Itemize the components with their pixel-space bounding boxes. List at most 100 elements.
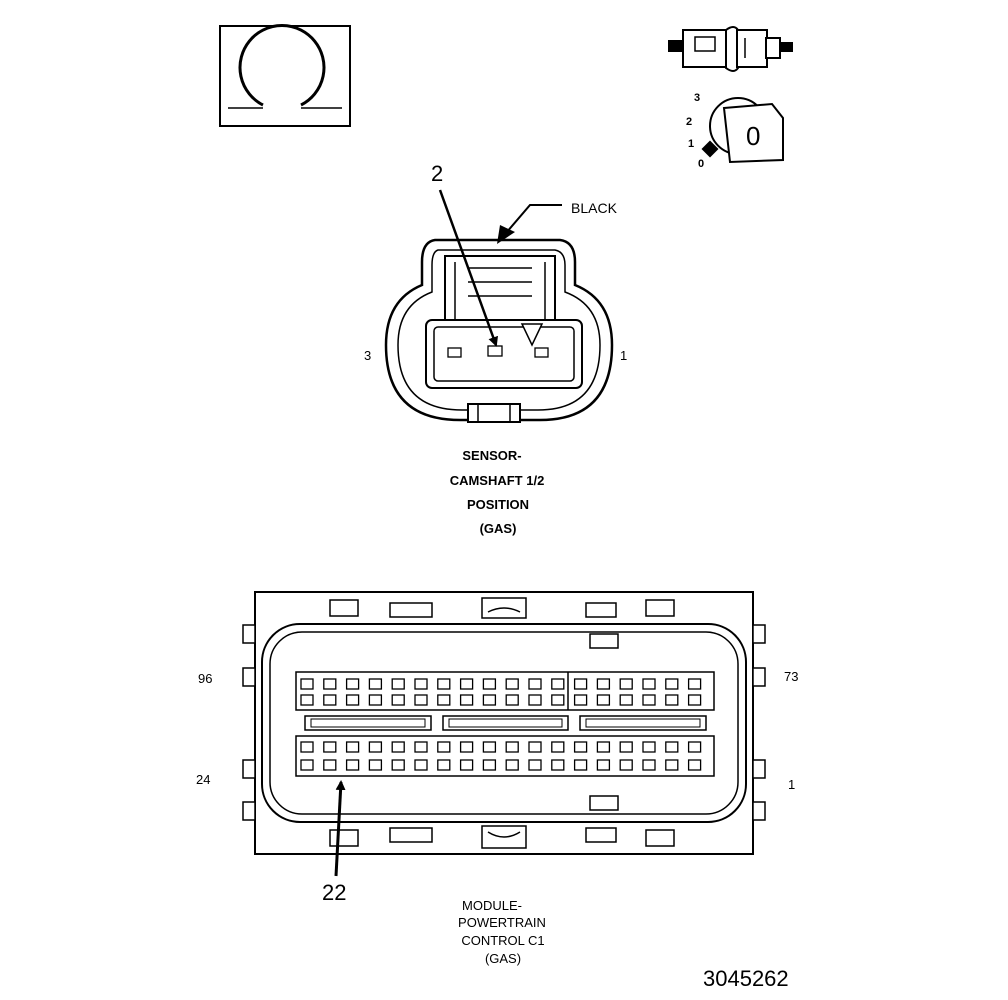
sensor-pin-1 — [534, 347, 549, 358]
pcm-pin-cavity — [482, 741, 497, 753]
pcm-pin-cavity — [528, 741, 542, 753]
pcm-pin-cavity — [414, 678, 428, 690]
pcm-pin-cavity — [665, 678, 679, 690]
pcm-pin-cavity — [665, 741, 679, 753]
pcm-pin-cavity — [437, 694, 451, 706]
pcm-pin-cavity — [687, 759, 702, 771]
pcm-pin-cavity — [528, 759, 542, 771]
pcm-pin-grid — [300, 678, 702, 771]
ohmmeter-icon — [219, 24, 351, 127]
pcm-pin-cavity — [551, 759, 565, 771]
pcm-title-line-3: CONTROL C1 — [461, 933, 544, 948]
pcm-pin-cavity — [573, 741, 588, 753]
pcm-title-line-2: POWERTRAIN — [458, 915, 546, 930]
pcm-pin-cavity — [459, 741, 474, 753]
pcm-pin-cavity — [528, 694, 542, 706]
pcm-pin-cavity — [323, 741, 337, 753]
pcm-pin-cavity — [551, 678, 565, 690]
sensor-connector-title: SENSOR- CAMSHAFT 1/2 POSITION (GAS) — [450, 448, 545, 536]
pcm-pin-cavity — [323, 694, 337, 706]
pcm-pin-cavity — [345, 759, 360, 771]
pcm-pin-cavity — [596, 678, 611, 690]
sensor-callout-pin: 2 — [431, 161, 443, 186]
pcm-pin-cavity — [368, 694, 383, 706]
pcm-pin-cavity — [505, 759, 519, 771]
pcm-pin-cavity — [414, 741, 428, 753]
pcm-pin-cavity — [300, 678, 314, 690]
pcm-pin-cavity — [345, 694, 360, 706]
pcm-pin-cavity — [437, 759, 451, 771]
pcm-pin-cavity — [687, 678, 702, 690]
dial-number-3: 3 — [694, 92, 700, 104]
pcm-pin-cavity — [528, 678, 542, 690]
key-label: 0 — [746, 121, 760, 151]
pcm-pin-cavity — [619, 694, 633, 706]
pcm-pin-cavity — [368, 678, 383, 690]
pcm-pin-cavity — [368, 741, 383, 753]
pcm-pin-cavity — [391, 759, 405, 771]
sensor-pin-label-right: 1 — [620, 348, 627, 363]
pcm-pin-cavity — [551, 741, 565, 753]
pcm-pin-cavity — [573, 678, 588, 690]
pcm-pin-cavity — [459, 759, 474, 771]
pcm-pin-cavity — [459, 678, 474, 690]
pcm-pin-cavity — [665, 759, 679, 771]
pcm-pin-cavity — [596, 694, 611, 706]
pcm-label-bottom-right: 1 — [788, 777, 795, 792]
sensor-title-line-3: POSITION — [467, 497, 529, 512]
dial-number-1: 1 — [688, 138, 694, 150]
pcm-pin-cavity — [551, 694, 565, 706]
drawing-number: 3045262 — [703, 966, 789, 991]
pcm-pin-cavity — [345, 678, 360, 690]
sensor-pin-2 — [487, 345, 503, 357]
pcm-pin-cavity — [665, 694, 679, 706]
pcm-pin-cavity — [687, 694, 702, 706]
pcm-pin-cavity — [505, 741, 519, 753]
pcm-pin-cavity — [437, 678, 451, 690]
sensor-title-line-1: SENSOR- — [462, 448, 521, 463]
pcm-pin-cavity — [505, 694, 519, 706]
pcm-pin-cavity — [596, 741, 611, 753]
pcm-connector — [242, 591, 766, 855]
pcm-pin-cavity — [687, 741, 702, 753]
pcm-pin-cavity — [619, 678, 633, 690]
sensor-connector — [384, 238, 614, 423]
pcm-pin-cavity — [414, 694, 428, 706]
dial-number-0: 0 — [698, 158, 704, 170]
pcm-title-line-4: (GAS) — [485, 951, 521, 966]
pcm-pin-cavity — [642, 694, 656, 706]
pcm-pin-cavity — [459, 694, 474, 706]
pcm-pin-cavity — [368, 759, 383, 771]
pcm-pin-cavity — [345, 741, 360, 753]
pcm-pin-cavity — [300, 694, 314, 706]
pcm-pin-cavity — [596, 759, 611, 771]
pcm-callout-pin: 22 — [322, 880, 346, 905]
pcm-pin-cavity — [642, 759, 656, 771]
pcm-pin-cavity — [642, 678, 656, 690]
pcm-pin-cavity — [437, 741, 451, 753]
sensor-pin-3 — [447, 347, 462, 358]
position-dial-icon: 3 2 1 0 0 — [686, 92, 784, 170]
pcm-pin-cavity — [482, 678, 497, 690]
connector-plug-icon — [668, 26, 793, 72]
pcm-connector-title: MODULE- POWERTRAIN CONTROL C1 (GAS) — [458, 898, 546, 966]
pcm-title-line-1: MODULE- — [462, 898, 522, 913]
sensor-title-line-2: CAMSHAFT 1/2 — [450, 473, 545, 488]
pcm-label-bottom-left: 24 — [196, 772, 210, 787]
pcm-pin-cavity — [300, 741, 314, 753]
pcm-label-top-right: 73 — [784, 669, 798, 684]
sensor-title-line-4: (GAS) — [480, 521, 517, 536]
dial-number-2: 2 — [686, 116, 692, 128]
pcm-pin-cavity — [642, 741, 656, 753]
pcm-pin-cavity — [482, 759, 497, 771]
pcm-pin-cavity — [323, 759, 337, 771]
pcm-pin-cavity — [391, 678, 405, 690]
pcm-pin-cavity — [619, 741, 633, 753]
pcm-pin-cavity — [391, 694, 405, 706]
pcm-pin-cavity — [300, 759, 314, 771]
pcm-pin-cavity — [482, 694, 497, 706]
pcm-pin-cavity — [573, 759, 588, 771]
pcm-pin-cavity — [391, 741, 405, 753]
pcm-pin-cavity — [573, 694, 588, 706]
pcm-pin-cavity — [619, 759, 633, 771]
